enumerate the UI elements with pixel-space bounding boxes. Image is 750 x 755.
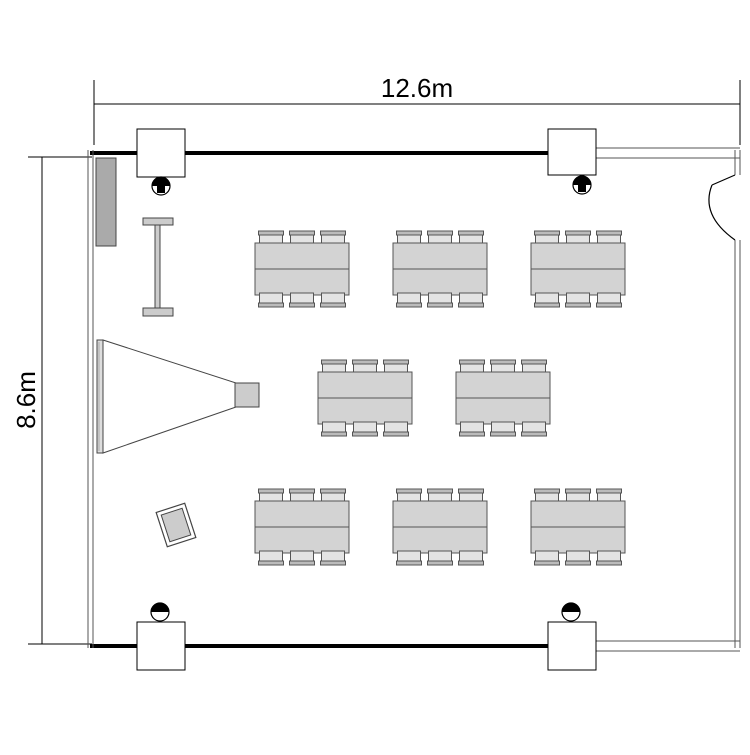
table [392, 268, 488, 296]
door [708, 174, 743, 241]
table [254, 526, 350, 554]
table-group [455, 359, 551, 437]
speakers [150, 175, 592, 622]
chair [596, 292, 622, 308]
table-group [317, 359, 413, 437]
chair [565, 292, 591, 308]
speaker-icon [150, 602, 170, 622]
chair [521, 421, 547, 437]
chair [427, 292, 453, 308]
column [136, 621, 186, 671]
projection-screen [96, 339, 237, 454]
table-group [254, 230, 350, 308]
room-walls [87, 147, 741, 652]
chair [396, 230, 422, 246]
chair [458, 550, 484, 566]
table [455, 371, 551, 399]
chair [396, 550, 422, 566]
chair [321, 421, 347, 437]
chair [383, 421, 409, 437]
table-group [392, 230, 488, 308]
table [392, 500, 488, 528]
table-group [530, 230, 626, 308]
chair [490, 421, 516, 437]
column [547, 621, 597, 671]
table [530, 526, 626, 554]
table [392, 526, 488, 554]
chair [289, 292, 315, 308]
column [136, 128, 186, 178]
projector [234, 382, 260, 408]
chair [458, 292, 484, 308]
chair [320, 292, 346, 308]
chair [534, 488, 560, 504]
chair [459, 421, 485, 437]
column [547, 128, 597, 176]
table-group [254, 488, 350, 566]
columns [136, 128, 597, 671]
table [254, 500, 350, 528]
speaker-icon [561, 602, 581, 622]
lectern [155, 502, 197, 548]
table [455, 397, 551, 425]
table [530, 242, 626, 270]
width-dimension: 12.6m [93, 73, 741, 145]
table [392, 242, 488, 270]
chair [596, 550, 622, 566]
table-groups [254, 230, 626, 566]
speaker-icon [572, 175, 592, 195]
table [254, 242, 350, 270]
chair [289, 550, 315, 566]
chair [534, 550, 560, 566]
table-group [392, 488, 488, 566]
chair [427, 550, 453, 566]
podium-stand [142, 217, 174, 317]
table [530, 500, 626, 528]
whiteboard [95, 157, 117, 247]
height-label: 8.6m [11, 371, 41, 429]
table [317, 371, 413, 399]
table-group [530, 488, 626, 566]
chair [258, 550, 284, 566]
chair [320, 550, 346, 566]
height-dimension: 8.6m [11, 156, 92, 645]
chair [258, 292, 284, 308]
chair [352, 421, 378, 437]
speaker-icon [151, 176, 171, 196]
chair [565, 550, 591, 566]
table [254, 268, 350, 296]
chair [396, 292, 422, 308]
table [530, 268, 626, 296]
width-label: 12.6m [381, 73, 453, 103]
chair [534, 292, 560, 308]
table [317, 397, 413, 425]
